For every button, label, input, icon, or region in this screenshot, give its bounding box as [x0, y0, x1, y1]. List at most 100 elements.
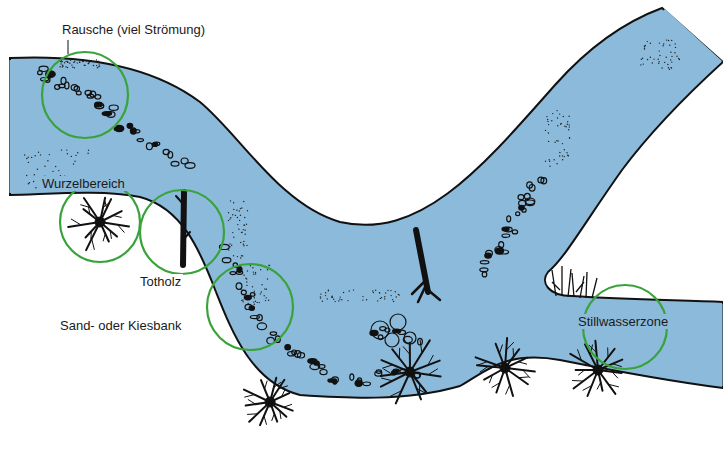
sand-dot	[390, 290, 391, 291]
sand-dot	[241, 255, 242, 256]
root-branch	[519, 376, 529, 378]
root	[505, 338, 507, 368]
sand-dot	[554, 159, 555, 160]
sand-dot	[395, 291, 396, 292]
sand-dot	[244, 225, 245, 226]
root-branch	[608, 384, 618, 387]
sand-dot	[398, 294, 399, 295]
sand-dot	[669, 69, 670, 70]
sand-dot	[322, 301, 323, 302]
sand-dot	[653, 58, 654, 59]
sand-dot	[61, 149, 62, 150]
sand-dot	[246, 278, 247, 279]
stone	[132, 130, 140, 133]
root-branch	[81, 205, 91, 208]
boulder	[390, 314, 406, 330]
stone	[71, 85, 77, 91]
stone	[237, 267, 242, 273]
sand-dot	[362, 299, 363, 300]
sand-dot	[259, 302, 260, 303]
reeds	[552, 266, 597, 298]
sand-dot	[67, 62, 68, 63]
root	[598, 370, 603, 391]
root-branch	[92, 239, 95, 250]
sand-dot	[559, 155, 560, 156]
root-branch	[403, 347, 410, 355]
river-edge-cover	[11, 10, 721, 386]
sand-dot	[549, 161, 550, 162]
sand-dot	[37, 169, 38, 170]
sand-dot	[255, 272, 256, 273]
stone	[507, 216, 511, 222]
sand-dot	[659, 50, 660, 51]
root	[246, 402, 270, 406]
stone	[524, 193, 530, 199]
sand-dot	[669, 45, 670, 46]
sand-dot	[338, 300, 339, 301]
sand-dot	[399, 294, 400, 295]
sand-dot	[241, 207, 242, 208]
sand-dot	[87, 153, 88, 154]
sand-dot	[52, 171, 53, 172]
sand-dot	[644, 47, 645, 48]
sand-dot	[393, 301, 394, 302]
sand-dot	[564, 126, 565, 127]
sand-dot	[96, 59, 97, 60]
leader-line	[68, 40, 69, 54]
habitat-label: Sand- oder Kiesbank	[58, 318, 183, 333]
sand-dot	[33, 181, 34, 182]
sand-dot	[559, 113, 560, 114]
sand-dot	[250, 265, 251, 266]
sand-dot	[569, 137, 570, 138]
sand-dot	[91, 60, 92, 61]
root-branch	[417, 388, 426, 393]
sand-dot	[31, 157, 32, 158]
sand-dot	[641, 59, 642, 60]
sand-dot	[379, 292, 380, 293]
stone	[95, 95, 101, 99]
root-branch	[607, 348, 608, 357]
sand-dot	[547, 119, 548, 120]
stone	[59, 84, 65, 88]
sand-dot	[675, 47, 676, 48]
sand-dot	[243, 275, 244, 276]
root	[381, 372, 410, 387]
sand-dot	[253, 301, 254, 302]
sand-dot	[28, 183, 29, 184]
sand-dot	[26, 158, 27, 159]
stone	[398, 330, 406, 334]
stone	[168, 152, 173, 159]
sand-dot	[265, 300, 266, 301]
sand-dot	[29, 182, 30, 183]
sand-dot	[233, 209, 234, 210]
root	[598, 370, 622, 373]
sand-dot	[74, 161, 75, 162]
sand-dot	[666, 39, 667, 40]
sand-dot	[552, 113, 553, 114]
sand-dot	[255, 301, 256, 302]
root	[595, 341, 598, 370]
root-branch	[382, 378, 393, 381]
root-branch	[480, 366, 488, 372]
sand-stipple	[24, 39, 680, 305]
root-branch	[383, 365, 393, 368]
sand-dot	[62, 65, 63, 66]
stone	[249, 306, 254, 311]
habitat-circles	[42, 52, 667, 369]
root	[86, 222, 100, 250]
root-branch	[506, 342, 513, 350]
sand-dot	[255, 273, 256, 274]
sand-dot	[71, 64, 72, 65]
sand-dot	[569, 124, 570, 125]
sand-dot	[237, 256, 238, 257]
sand-dot	[671, 40, 672, 41]
sand-dot	[347, 300, 348, 301]
sand-dot	[89, 62, 90, 63]
sand-dot	[373, 292, 374, 293]
sand-dot	[327, 298, 328, 299]
stone	[320, 370, 327, 375]
sand-dot	[269, 265, 270, 266]
sand-dot	[77, 152, 78, 153]
sand-dot	[353, 289, 354, 290]
sand-dot	[545, 161, 546, 162]
